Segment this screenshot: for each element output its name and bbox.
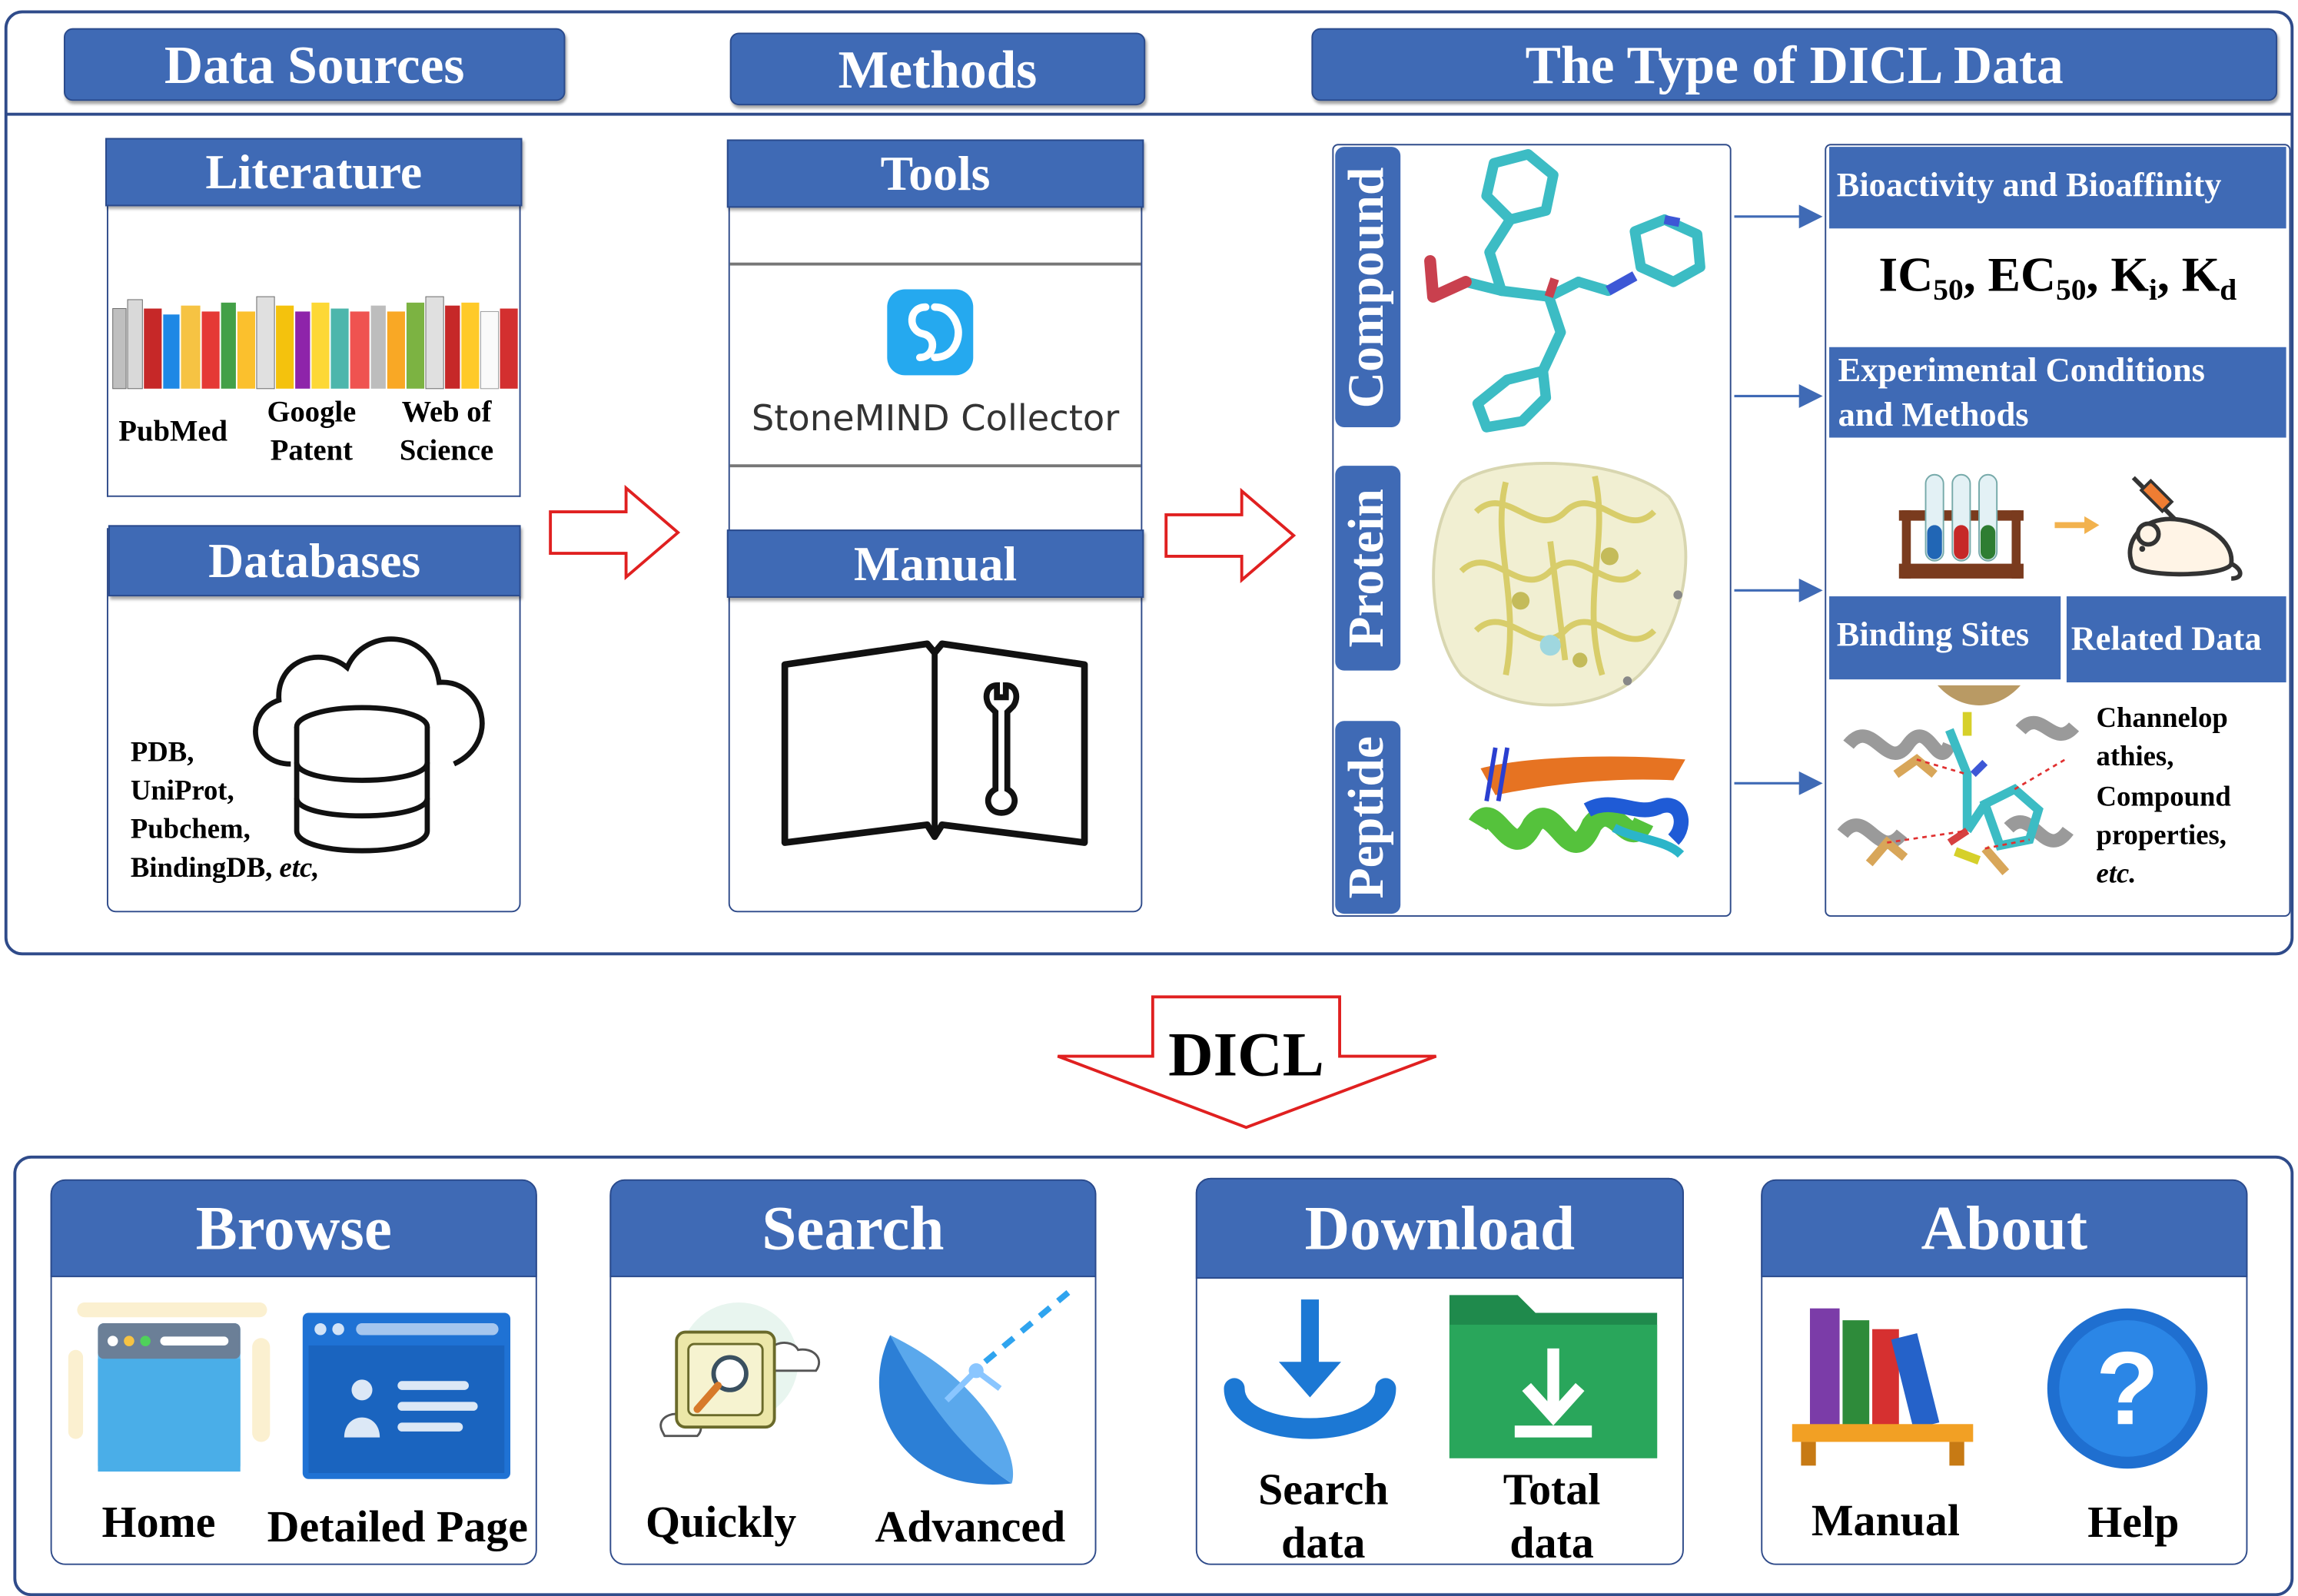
related-data-line5: etc.	[2096, 858, 2137, 891]
manual-book-wrench-icon	[781, 640, 1088, 846]
bioactivity-measures: IC50, EC50, Ki, Kd	[1878, 249, 2237, 307]
search-data-label-line2[interactable]: data	[1281, 1518, 1366, 1568]
home-page-icon	[68, 1302, 271, 1472]
related-data-line3: Compound	[2096, 781, 2231, 813]
web-of-science-label-line1: Web of	[401, 396, 492, 429]
database-list-line4: BindingDB, etc,	[130, 853, 320, 884]
total-data-label-line1[interactable]: Total	[1503, 1465, 1601, 1515]
total-data-folder-icon	[1449, 1295, 1658, 1458]
peptide-structure-image	[1469, 747, 1689, 858]
related-data-line2: athies,	[2096, 742, 2174, 773]
advanced-search-satellite-icon	[878, 1285, 1077, 1485]
detailed-page-label[interactable]: Detailed Page	[267, 1502, 528, 1552]
related-data-line1: Channelop	[2096, 703, 2228, 735]
search-data-download-icon	[1224, 1299, 1396, 1439]
help-question-mark: ?	[2095, 1330, 2160, 1447]
dicl-down-arrow	[1057, 995, 1437, 1130]
database-list-line3: Pubchem,	[130, 814, 251, 846]
help-label[interactable]: Help	[2087, 1498, 2180, 1548]
manual-books-icon	[1792, 1308, 1974, 1466]
manual-method-title: Manual	[726, 529, 1144, 598]
bioactivity-header: Bioactivity and Bioaffinity	[1829, 147, 2286, 229]
search-data-label-line1[interactable]: Search	[1258, 1465, 1389, 1515]
binding-site-structure-image	[1837, 685, 2080, 894]
about-title[interactable]: About	[1761, 1179, 2248, 1278]
quickly-label[interactable]: Quickly	[645, 1498, 797, 1548]
test-tubes-icon	[1898, 473, 2024, 579]
stonemind-collector-label: StoneMIND Collector	[751, 397, 1120, 440]
small-arrow-icon	[2054, 516, 2100, 534]
data-types-header: The Type of DICL Data	[1311, 28, 2278, 101]
stonemind-logo-icon	[887, 289, 974, 376]
search-title[interactable]: Search	[609, 1179, 1097, 1278]
quick-search-icon	[659, 1302, 821, 1438]
total-data-label-line2[interactable]: data	[1509, 1518, 1594, 1568]
protein-structure-image	[1432, 462, 1688, 707]
dicl-label: DICL	[1168, 1022, 1324, 1090]
connector-arrows	[1734, 204, 1823, 795]
mouse-injection-icon	[2127, 476, 2243, 581]
related-data-header: Related Data	[2066, 596, 2286, 683]
home-label[interactable]: Home	[101, 1498, 216, 1548]
compound-label: Compound	[1335, 147, 1401, 427]
help-question-icon	[2047, 1308, 2208, 1469]
google-patent-label-line1: Google	[267, 396, 357, 429]
download-title[interactable]: Download	[1195, 1177, 1684, 1279]
tools-divider-top	[729, 262, 1141, 265]
database-list-line2: UniProt,	[130, 775, 234, 808]
literature-title: Literature	[105, 138, 523, 207]
google-patent-label-line2: Patent	[270, 434, 353, 468]
databases-title: Databases	[108, 525, 521, 597]
methods-header: Methods	[729, 32, 1146, 106]
peptide-label: Peptide	[1335, 721, 1401, 914]
data-sources-header: Data Sources	[64, 28, 566, 101]
compound-structure-image	[1424, 149, 1705, 433]
bookshelf-icon	[112, 296, 518, 390]
binding-sites-header: Binding Sites	[1829, 596, 2061, 680]
flow-arrow-right-1	[549, 484, 681, 581]
related-data-line4: properties,	[2096, 820, 2227, 852]
header-divider-line	[5, 112, 2293, 116]
flow-arrow-right-2	[1164, 487, 1297, 584]
browse-title[interactable]: Browse	[50, 1179, 537, 1278]
web-of-science-label-line2: Science	[399, 434, 494, 468]
tools-title: Tools	[726, 139, 1144, 208]
about-manual-label[interactable]: Manual	[1811, 1496, 1960, 1546]
protein-label: Protein	[1335, 466, 1401, 671]
cloud-database-icon	[253, 636, 485, 854]
pubmed-label: PubMed	[118, 415, 227, 449]
database-list-line1: PDB,	[130, 737, 194, 768]
detailed-page-icon	[302, 1312, 511, 1479]
experimental-header: Experimental Conditions and Methods	[1829, 347, 2286, 438]
tools-divider-bottom	[729, 464, 1141, 467]
advanced-label[interactable]: Advanced	[875, 1502, 1066, 1552]
